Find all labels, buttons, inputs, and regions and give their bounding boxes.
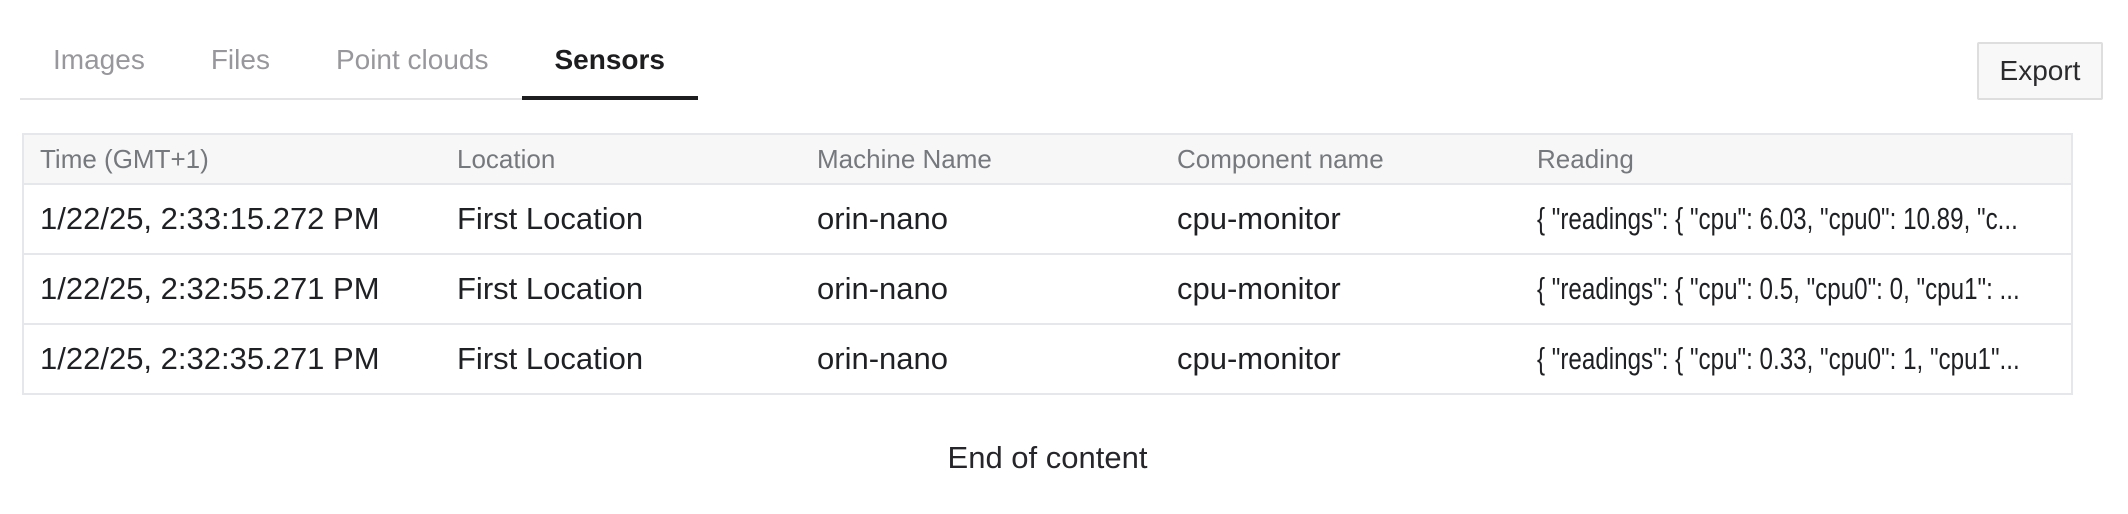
cell-time: 1/22/25, 2:32:55.271 PM bbox=[23, 254, 441, 325]
column-header-machine-name: Machine Name bbox=[801, 134, 1161, 185]
column-header-time: Time (GMT+1) bbox=[23, 134, 441, 185]
table-row: 1/22/25, 2:33:15.272 PM First Location o… bbox=[23, 184, 2072, 255]
tab-files[interactable]: Files bbox=[210, 44, 270, 75]
end-of-content-label: End of content bbox=[947, 440, 1148, 475]
cell-component-name: cpu-monitor bbox=[1161, 324, 1521, 394]
tab-bar: Images Files Point clouds Sensors bbox=[20, 28, 698, 100]
table-row: 1/22/25, 2:32:35.271 PM First Location o… bbox=[23, 324, 2072, 394]
export-button[interactable]: Export bbox=[1977, 42, 2103, 100]
column-header-component-name: Component name bbox=[1161, 134, 1521, 185]
column-header-reading: Reading bbox=[1521, 134, 2072, 185]
cell-machine-name: orin-nano bbox=[801, 184, 1161, 255]
column-header-location: Location bbox=[441, 134, 801, 185]
sensor-data-table-container: Time (GMT+1) Location Machine Name Compo… bbox=[22, 133, 2073, 395]
tab-sensors[interactable]: Sensors bbox=[521, 28, 699, 100]
tab-images[interactable]: Images bbox=[53, 44, 145, 75]
cell-component-name: cpu-monitor bbox=[1161, 254, 1521, 325]
cell-time: 1/22/25, 2:33:15.272 PM bbox=[23, 184, 441, 255]
reading-json: { "readings": { "cpu": 0.33, "cpu0": 1, … bbox=[1537, 341, 2020, 376]
sensor-data-table: Time (GMT+1) Location Machine Name Compo… bbox=[22, 133, 2073, 395]
tab-point-clouds[interactable]: Point clouds bbox=[335, 44, 489, 75]
cell-component-name: cpu-monitor bbox=[1161, 184, 1521, 255]
reading-json: { "readings": { "cpu": 6.03, "cpu0": 10.… bbox=[1537, 201, 2018, 236]
table-header-row: Time (GMT+1) Location Machine Name Compo… bbox=[23, 134, 2072, 185]
cell-time: 1/22/25, 2:32:35.271 PM bbox=[23, 324, 441, 394]
cell-machine-name: orin-nano bbox=[801, 324, 1161, 394]
cell-location: First Location bbox=[441, 324, 801, 394]
cell-location: First Location bbox=[441, 254, 801, 325]
cell-reading: { "readings": { "cpu": 0.33, "cpu0": 1, … bbox=[1521, 324, 2072, 394]
cell-location: First Location bbox=[441, 184, 801, 255]
cell-reading: { "readings": { "cpu": 6.03, "cpu0": 10.… bbox=[1521, 184, 2072, 255]
reading-json: { "readings": { "cpu": 0.5, "cpu0": 0, "… bbox=[1537, 271, 2020, 306]
table-row: 1/22/25, 2:32:55.271 PM First Location o… bbox=[23, 254, 2072, 325]
cell-reading: { "readings": { "cpu": 0.5, "cpu0": 0, "… bbox=[1521, 254, 2072, 325]
cell-machine-name: orin-nano bbox=[801, 254, 1161, 325]
